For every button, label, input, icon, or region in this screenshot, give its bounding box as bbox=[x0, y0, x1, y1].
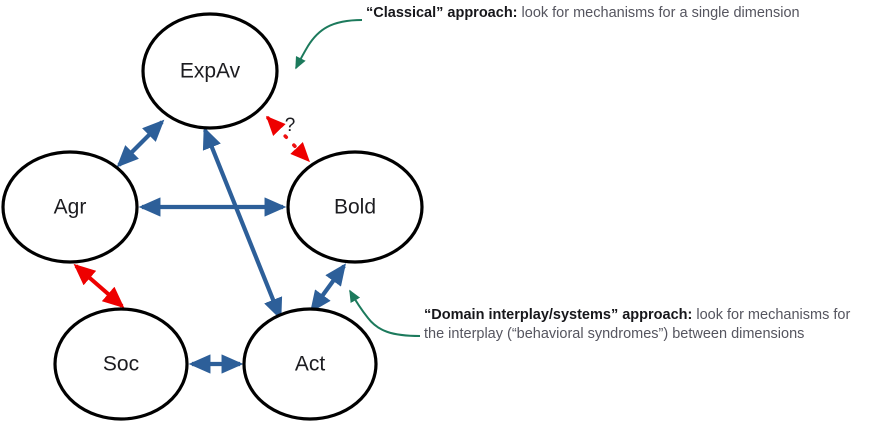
callout-pointer-layer bbox=[295, 19, 421, 337]
node-agr-shape[interactable] bbox=[1, 150, 139, 264]
node-bold-label: Bold bbox=[334, 196, 376, 219]
node-expav-label: ExpAv bbox=[180, 60, 241, 83]
node-agr[interactable]: Agr bbox=[1, 150, 139, 264]
edge-bold-act[interactable] bbox=[310, 263, 346, 313]
edge-agr-soc[interactable] bbox=[73, 263, 125, 309]
edge-layer: ? bbox=[73, 115, 346, 374]
annotation-classical-lead: “Classical” approach: bbox=[366, 5, 518, 21]
callout-arrow-classical-icon bbox=[295, 19, 363, 70]
node-act[interactable]: Act bbox=[242, 307, 378, 421]
node-soc[interactable]: Soc bbox=[53, 307, 189, 421]
node-bold-shape[interactable] bbox=[286, 150, 424, 264]
node-soc-shape[interactable] bbox=[53, 307, 189, 421]
annotation-domain-interplay: “Domain interplay/systems” approach: loo… bbox=[424, 306, 874, 344]
annotation-classical: “Classical” approach: look for mechanism… bbox=[366, 4, 836, 23]
node-agr-label: Agr bbox=[54, 196, 87, 219]
edge-question-label: ? bbox=[285, 115, 296, 136]
edge-expav-bold-uncertain[interactable] bbox=[266, 115, 310, 163]
annotation-domain-interplay-body: look for mechanisms for the interplay (“… bbox=[424, 307, 855, 342]
node-act-shape[interactable] bbox=[242, 307, 378, 421]
annotation-classical-body: look for mechanisms for a single dimensi… bbox=[517, 5, 800, 21]
callout-arrow-domain-icon bbox=[349, 289, 421, 337]
node-layer: ExpAv Agr Bold Soc Act bbox=[1, 12, 424, 421]
edge-expav-act[interactable] bbox=[202, 126, 283, 321]
node-bold[interactable]: Bold bbox=[286, 150, 424, 264]
node-act-label: Act bbox=[295, 353, 326, 376]
node-soc-label: Soc bbox=[103, 353, 139, 376]
edge-agr-expav[interactable] bbox=[116, 119, 165, 168]
annotation-domain-interplay-lead: “Domain interplay/systems” approach: bbox=[424, 307, 693, 323]
node-expav[interactable]: ExpAv bbox=[141, 12, 279, 130]
node-expav-shape[interactable] bbox=[141, 12, 279, 130]
